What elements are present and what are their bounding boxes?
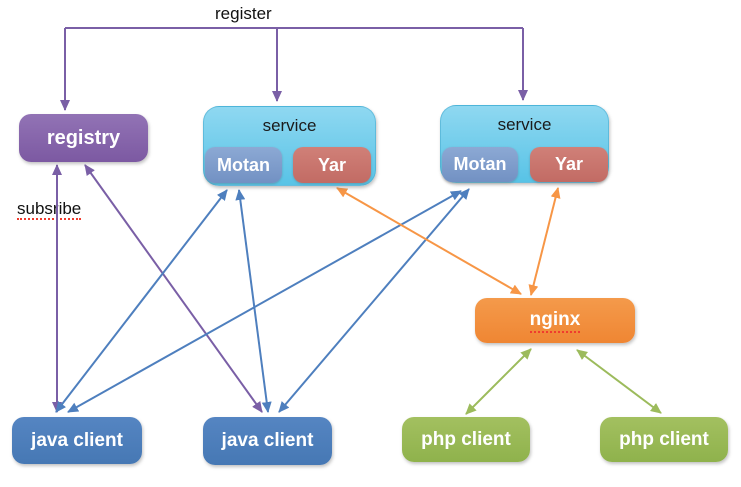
edge-registry-java-client-2	[84, 164, 263, 413]
node-registry-label: registry	[46, 126, 121, 149]
edge-motan-2-java-client-2	[278, 188, 470, 413]
edge-nginx-php-client-2	[576, 349, 662, 414]
node-motan-2: Motan	[442, 147, 518, 182]
node-php-client-2: php client	[600, 417, 728, 462]
node-java-client-1: java client	[12, 417, 142, 464]
node-java-client-2: java client	[203, 417, 332, 465]
edge-yar-1-nginx	[336, 187, 522, 295]
node-nginx-label: nginx	[529, 309, 581, 333]
node-yar-2: Yar	[530, 147, 608, 182]
node-motan-1: Motan	[205, 147, 282, 183]
edge-nginx-php-client-1	[465, 348, 532, 415]
node-motan-1-label: Motan	[217, 154, 270, 175]
register-label: register	[215, 4, 272, 23]
node-service-2-label: service	[497, 115, 552, 134]
node-java-client-2-label: java client	[221, 430, 314, 451]
node-yar-1: Yar	[293, 147, 371, 183]
edge-yar-2-nginx	[528, 187, 561, 296]
node-service-1-label: service	[262, 116, 317, 135]
node-php-client-1: php client	[402, 417, 530, 462]
node-yar-2-label: Yar	[554, 154, 584, 174]
node-yar-1-label: Yar	[317, 154, 347, 175]
edge-motan-1-java-client-1	[55, 189, 228, 413]
node-php-client-2-label: php client	[619, 428, 709, 450]
node-motan-2-label: Motan	[453, 154, 507, 174]
node-php-client-1-label: php client	[421, 428, 511, 450]
node-nginx: nginx	[475, 298, 635, 343]
node-registry: registry	[19, 114, 148, 162]
node-java-client-1-label: java client	[31, 429, 123, 451]
